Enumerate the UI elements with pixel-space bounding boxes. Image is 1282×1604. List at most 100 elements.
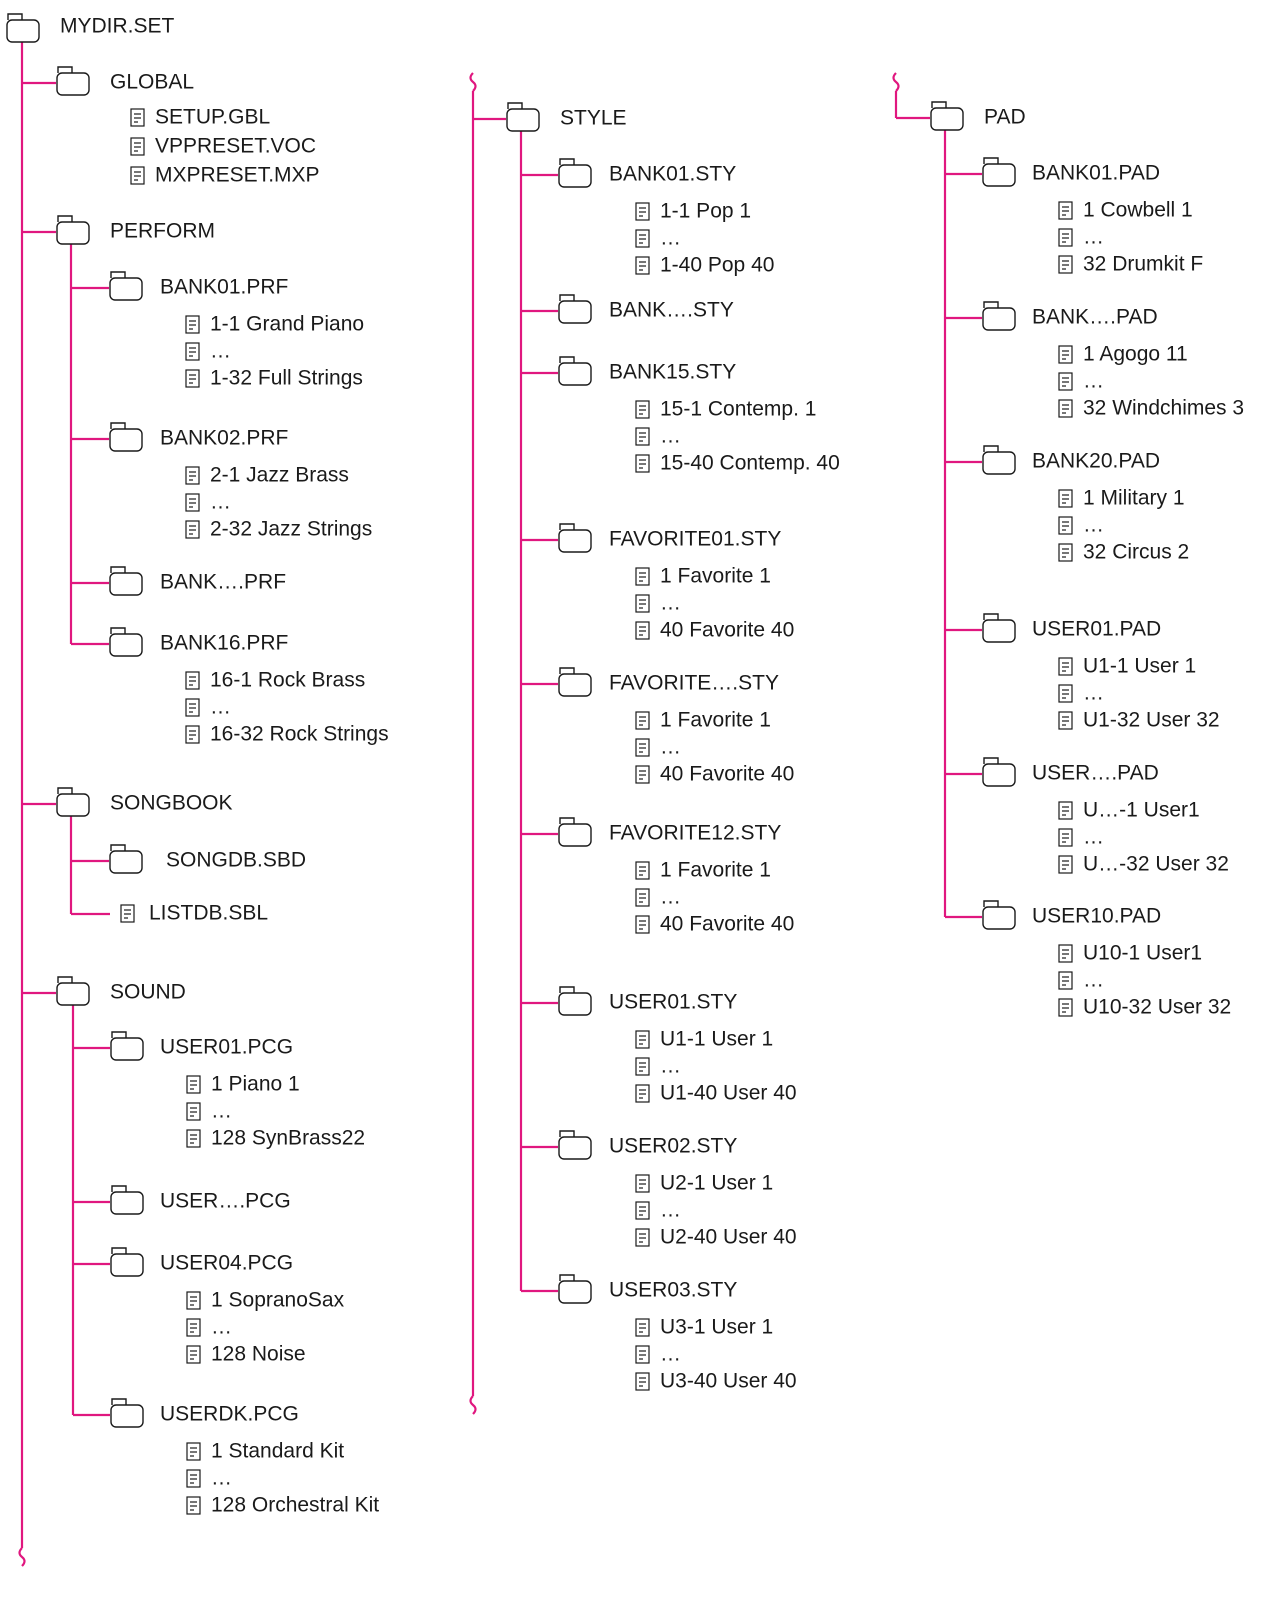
folder-icon: [56, 976, 90, 1006]
sound-bank-label: USERDK.PCG: [160, 1403, 299, 1426]
style-bank-label: USER01.STY: [609, 991, 737, 1014]
pad-bank-label: BANK….PAD: [1032, 306, 1158, 329]
file-label: U1-1 User 1: [1083, 655, 1196, 678]
file-icon: [1058, 201, 1073, 220]
file-label: 1-1 Grand Piano: [210, 313, 364, 336]
folder-icon: [558, 1274, 592, 1304]
root-trunk-continuation: [18, 1547, 26, 1567]
file-label: MXPRESET.MXP: [155, 164, 320, 187]
file-label: 32 Windchimes 3: [1083, 397, 1244, 420]
file-label: 15-1 Contemp. 1: [660, 398, 816, 421]
file-icon: [635, 1201, 650, 1220]
perform-bank-label: BANK….PRF: [160, 571, 286, 594]
file-label: …: [211, 1316, 232, 1339]
pad-bank-label: BANK20.PAD: [1032, 450, 1160, 473]
sound-bank-label: USER04.PCG: [160, 1252, 293, 1275]
file-label: U…-1 User1: [1083, 799, 1200, 822]
file-label: 1 Agogo 11: [1083, 343, 1188, 366]
file-label: …: [1083, 514, 1104, 537]
folder-icon: [982, 445, 1016, 475]
file-icon: [185, 698, 200, 717]
file-icon: [635, 915, 650, 934]
pad-bank-label: USER01.PAD: [1032, 618, 1161, 641]
file-icon: [120, 904, 135, 923]
style-bank-label: FAVORITE12.STY: [609, 822, 781, 845]
file-icon: [186, 1318, 201, 1337]
folder-icon: [930, 101, 964, 131]
style-bottom-continuation: [469, 1395, 477, 1415]
folder-icon: [56, 215, 90, 245]
file-icon: [635, 1228, 650, 1247]
file-label: …: [211, 1467, 232, 1490]
file-label: 40 Favorite 40: [660, 763, 794, 786]
file-icon: [185, 671, 200, 690]
file-icon: [1058, 372, 1073, 391]
perform-bank-label: BANK01.PRF: [160, 276, 288, 299]
file-icon: [1058, 516, 1073, 535]
folder-icon: [558, 356, 592, 386]
file-label: …: [660, 227, 681, 250]
file-icon: [635, 621, 650, 640]
file-label: VPPRESET.VOC: [155, 135, 316, 158]
file-label: 1 Piano 1: [211, 1073, 300, 1096]
file-label: 128 SynBrass22: [211, 1127, 365, 1150]
file-label: …: [211, 1100, 232, 1123]
file-icon: [635, 594, 650, 613]
file-icon: [130, 137, 145, 156]
folder-icon: [110, 1185, 144, 1215]
file-icon: [186, 1129, 201, 1148]
file-icon: [635, 427, 650, 446]
file-icon: [130, 108, 145, 127]
perform-folder-label: PERFORM: [110, 220, 215, 243]
file-icon: [185, 315, 200, 334]
file-icon: [1058, 345, 1073, 364]
sound-bank-label: USER….PCG: [160, 1190, 291, 1213]
file-icon: [635, 1030, 650, 1049]
file-label: U10-1 User1: [1083, 942, 1202, 965]
file-label: …: [660, 1055, 681, 1078]
file-label: 1-32 Full Strings: [210, 367, 363, 390]
file-icon: [185, 520, 200, 539]
style-folder-label: STYLE: [560, 107, 627, 130]
folder-icon: [110, 1247, 144, 1277]
file-icon: [635, 1174, 650, 1193]
file-icon: [635, 256, 650, 275]
folder-icon: [558, 1130, 592, 1160]
folder-icon: [982, 613, 1016, 643]
file-icon: [186, 1442, 201, 1461]
file-label: …: [660, 1199, 681, 1222]
file-label: 2-1 Jazz Brass: [210, 464, 349, 487]
style-bank-label: BANK15.STY: [609, 361, 736, 384]
global-folder-label: GLOBAL: [110, 71, 194, 94]
file-icon: [635, 738, 650, 757]
folder-icon: [109, 271, 143, 301]
style-bank-label: FAVORITE….STY: [609, 672, 779, 695]
folder-icon: [506, 102, 540, 132]
sound-bank-label: USER01.PCG: [160, 1036, 293, 1059]
file-icon: [185, 342, 200, 361]
songbook-list-file-label: LISTDB.SBL: [149, 902, 268, 925]
folder-icon: [109, 422, 143, 452]
perform-bank-label: BANK02.PRF: [160, 427, 288, 450]
file-label: 32 Drumkit F: [1083, 253, 1203, 276]
file-icon: [185, 466, 200, 485]
file-label: 128 Orchestral Kit: [211, 1494, 379, 1517]
file-icon: [1058, 543, 1073, 562]
file-label: 32 Circus 2: [1083, 541, 1189, 564]
file-icon: [1058, 684, 1073, 703]
style-bank-label: BANK….STY: [609, 299, 734, 322]
file-label: 1 Cowbell 1: [1083, 199, 1193, 222]
file-label: …: [1083, 826, 1104, 849]
folder-icon: [982, 301, 1016, 331]
file-icon: [186, 1102, 201, 1121]
folder-icon: [6, 13, 40, 43]
file-icon: [635, 888, 650, 907]
file-icon: [635, 711, 650, 730]
folder-icon: [110, 1398, 144, 1428]
songbook-db-folder-label: SONGDB.SBD: [166, 849, 306, 872]
file-icon: [1058, 228, 1073, 247]
file-label: U1-32 User 32: [1083, 709, 1220, 732]
file-icon: [1058, 971, 1073, 990]
tree-connector-lines: [18, 42, 982, 1567]
